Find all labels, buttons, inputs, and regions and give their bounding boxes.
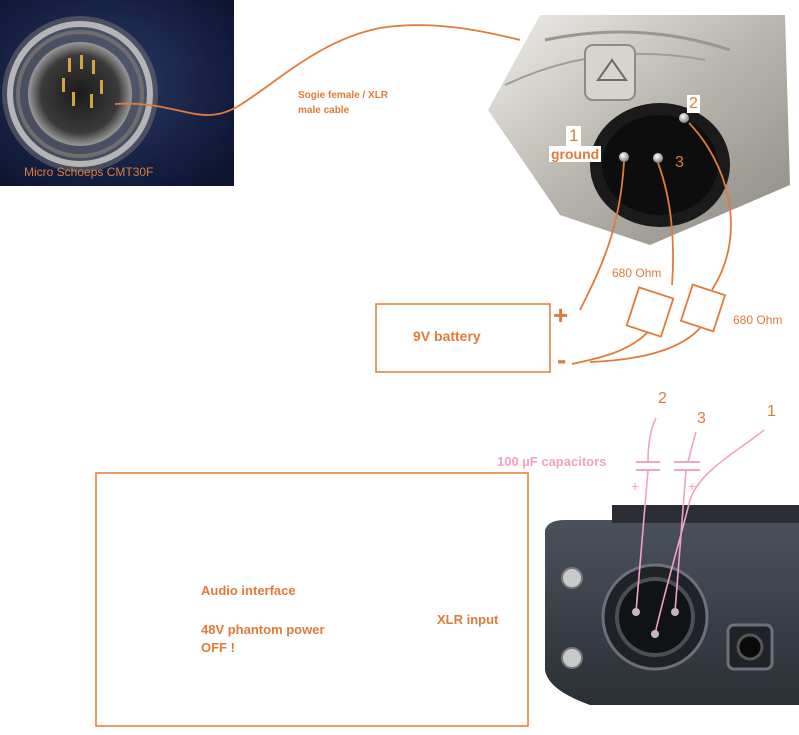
cable-label-line1: Sogie female / XLR <box>298 90 389 101</box>
battery-label: 9V battery <box>413 328 481 344</box>
battery-plus: + <box>553 300 569 330</box>
cap-wire-pin1 <box>654 429 765 635</box>
sogie-cable-wire <box>114 24 521 116</box>
audio-interface-box <box>95 472 529 727</box>
cap-pin2-number: 2 <box>658 390 667 407</box>
pin1-to-battery-plus-wire <box>579 161 625 311</box>
interface-title: Audio interface <box>201 583 296 598</box>
pin3-number: 3 <box>675 154 684 171</box>
cap-plus-right: + <box>688 478 697 494</box>
pin1-name: ground <box>549 146 602 162</box>
pin2-number: 2 <box>687 95 700 113</box>
battery-box <box>375 303 551 373</box>
cap-plus-left: + <box>631 478 640 494</box>
cap-wire-pin3-bottom <box>674 469 687 613</box>
mic-connector-photo <box>0 0 234 186</box>
xlr-input-label: XLR input <box>437 612 499 627</box>
mic-caption: Micro Schoeps CMT30F <box>24 165 154 179</box>
cap-wire-pin3-top <box>687 431 697 463</box>
phantom-line2: OFF ! <box>201 640 235 655</box>
resistor-right <box>679 283 727 333</box>
pin3-wire <box>657 162 674 286</box>
resistor-right-label: 680 Ohm <box>733 313 783 327</box>
resistor-left-to-minus-wire <box>571 331 649 365</box>
cap-wire-pin2-bottom <box>635 469 649 613</box>
resistor-right-to-minus-wire <box>589 327 701 363</box>
pin2-wire <box>688 122 732 291</box>
phantom-line1: 48V phantom power <box>201 622 325 637</box>
resistor-left-label: 680 Ohm <box>612 266 662 280</box>
resistor-left <box>625 286 675 338</box>
cap-pin1-number: 1 <box>767 403 776 420</box>
cap-pin3-number: 3 <box>697 410 706 427</box>
capacitors-label: 100 µF capacitors <box>497 454 607 469</box>
cable-label-line2: male cable <box>298 105 350 116</box>
battery-minus: - <box>557 344 567 375</box>
cap-wire-pin2-top <box>647 417 657 463</box>
capacitor-symbols <box>636 461 700 471</box>
xlr-male-plug-photo <box>488 15 790 245</box>
audio-interface-panel-photo <box>545 505 799 705</box>
pin1-number: 1 <box>566 126 582 146</box>
